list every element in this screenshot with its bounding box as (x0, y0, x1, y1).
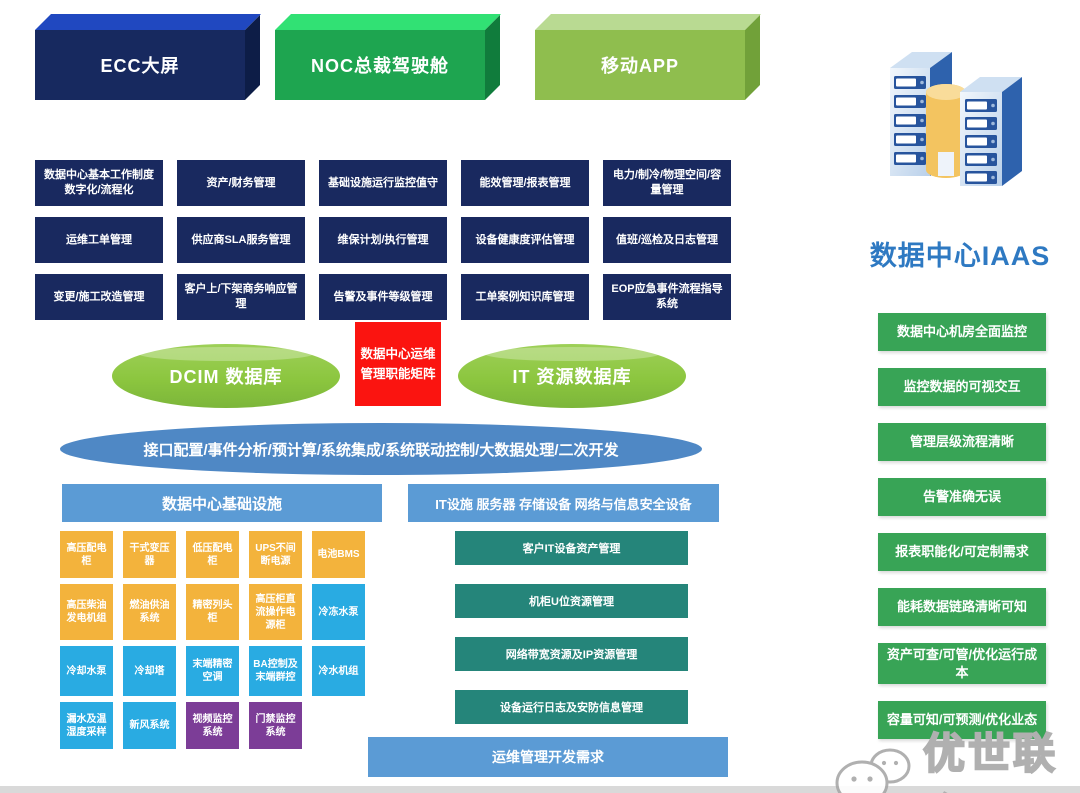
watermark: 优世联合 (832, 720, 1080, 793)
dev-requirement-bar: 运维管理开发需求 (368, 737, 728, 777)
facility-grid: 高压配电柜 干式变压器 低压配电柜 UPS不间断电源 电池BMS 高压柴油发电机… (60, 531, 365, 749)
it-equipment-section-header: IT设施 服务器 存储设备 网络与信息安全设备 (408, 484, 719, 522)
dcim-database-cylinder: DCIM 数据库 (112, 344, 340, 408)
ops-matrix-label: 数据中心运维管理职能矩阵 (355, 322, 441, 406)
facility-item: 燃油供油系统 (123, 584, 176, 640)
matrix-cell: 客户上/下架商务响应管理 (177, 274, 305, 320)
facility-item: UPS不间断电源 (249, 531, 302, 578)
facility-item: 视频监控系统 (186, 702, 239, 749)
it-management-item: 机柜U位资源管理 (455, 584, 688, 618)
matrix-cell: 设备健康度评估管理 (461, 217, 589, 263)
benefit-item: 能耗数据链路清晰可知 (878, 588, 1046, 626)
matrix-cell: 电力/制冷/物理空间/容量管理 (603, 160, 731, 206)
facility-item: 冷冻水泵 (312, 584, 365, 640)
facility-item: 低压配电柜 (186, 531, 239, 578)
benefit-item: 容量可知/可预测/优化业态 (878, 701, 1046, 740)
wechat-icon (832, 741, 917, 793)
it-management-item: 客户IT设备资产管理 (455, 531, 688, 565)
benefit-item: 告警准确无误 (878, 478, 1046, 516)
matrix-cell: 维保计划/执行管理 (319, 217, 447, 263)
benefit-list: 数据中心机房全面监控 监控数据的可视交互 管理层级流程清晰 告警准确无误 报表职… (878, 313, 1046, 740)
watermark-text: 优世联合 (922, 729, 1059, 793)
facility-item: 冷却塔 (123, 646, 176, 696)
matrix-cell: 值班/巡检及日志管理 (603, 217, 731, 263)
ecc-screen-box: ECC大屏 (35, 14, 261, 100)
it-management-item: 设备运行日志及安防信息管理 (455, 690, 688, 724)
ecc-screen-label: ECC大屏 (35, 30, 245, 100)
function-matrix-grid: 数据中心基本工作制度数字化/流程化 资产/财务管理 基础设施运行监控值守 能效管… (35, 160, 731, 320)
benefit-item: 报表职能化/可定制需求 (878, 533, 1046, 571)
box-side-face (485, 15, 500, 100)
matrix-cell: 数据中心基本工作制度数字化/流程化 (35, 160, 163, 206)
facility-item: 精密列头柜 (186, 584, 239, 640)
facility-item: 电池BMS (312, 531, 365, 578)
it-management-list: 客户IT设备资产管理 机柜U位资源管理 网络带宽资源及IP资源管理 设备运行日志… (455, 531, 688, 724)
benefit-item: 资产可查/可管/优化运行成本 (878, 643, 1046, 685)
facility-item: 冷水机组 (312, 646, 365, 696)
mobile-app-label: 移动APP (535, 30, 745, 100)
matrix-cell: 能效管理/报表管理 (461, 160, 589, 206)
facility-item: 末端精密空调 (186, 646, 239, 696)
integration-capabilities-bar: 接口配置/事件分析/预计算/系统集成/系统联动控制/大数据处理/二次开发 (60, 423, 702, 475)
facility-item: 高压配电柜 (60, 531, 113, 578)
box-side-face (245, 15, 260, 100)
it-resource-database-cylinder: IT 资源数据库 (458, 344, 686, 408)
facility-item: 新风系统 (123, 702, 176, 749)
facility-section-header: 数据中心基础设施 (62, 484, 382, 522)
it-management-item: 网络带宽资源及IP资源管理 (455, 637, 688, 671)
matrix-cell: 工单案例知识库管理 (461, 274, 589, 320)
facility-item: 高压柜直流操作电源柜 (249, 584, 302, 640)
benefit-item: 数据中心机房全面监控 (878, 313, 1046, 351)
datacenter-servers-icon (880, 36, 1025, 213)
matrix-cell: 告警及事件等级管理 (319, 274, 447, 320)
matrix-cell: 供应商SLA服务管理 (177, 217, 305, 263)
matrix-cell: 资产/财务管理 (177, 160, 305, 206)
facility-item: 干式变压器 (123, 531, 176, 578)
matrix-cell: 变更/施工改造管理 (35, 274, 163, 320)
noc-cockpit-box: NOC总裁驾驶舱 (275, 14, 501, 100)
facility-item: 门禁监控系统 (249, 702, 302, 749)
bottom-border-strip (0, 786, 1080, 793)
panel-title: 数据中心IAAS (869, 241, 1051, 271)
box-top-face (535, 14, 761, 30)
box-top-face (35, 14, 261, 30)
box-side-face (745, 15, 760, 100)
facility-item: 高压柴油发电机组 (60, 584, 113, 640)
facility-item: 漏水及温湿度采样 (60, 702, 113, 749)
facility-item: BA控制及末端群控 (249, 646, 302, 696)
benefit-item: 管理层级流程清晰 (878, 423, 1046, 461)
mobile-app-box: 移动APP (535, 14, 761, 100)
box-top-face (275, 14, 501, 30)
noc-cockpit-label: NOC总裁驾驶舱 (275, 30, 485, 100)
facility-item: 冷却水泵 (60, 646, 113, 696)
matrix-cell: 基础设施运行监控值守 (319, 160, 447, 206)
matrix-cell: EOP应急事件流程指导系统 (603, 274, 731, 320)
matrix-cell: 运维工单管理 (35, 217, 163, 263)
benefit-item: 监控数据的可视交互 (878, 368, 1046, 406)
